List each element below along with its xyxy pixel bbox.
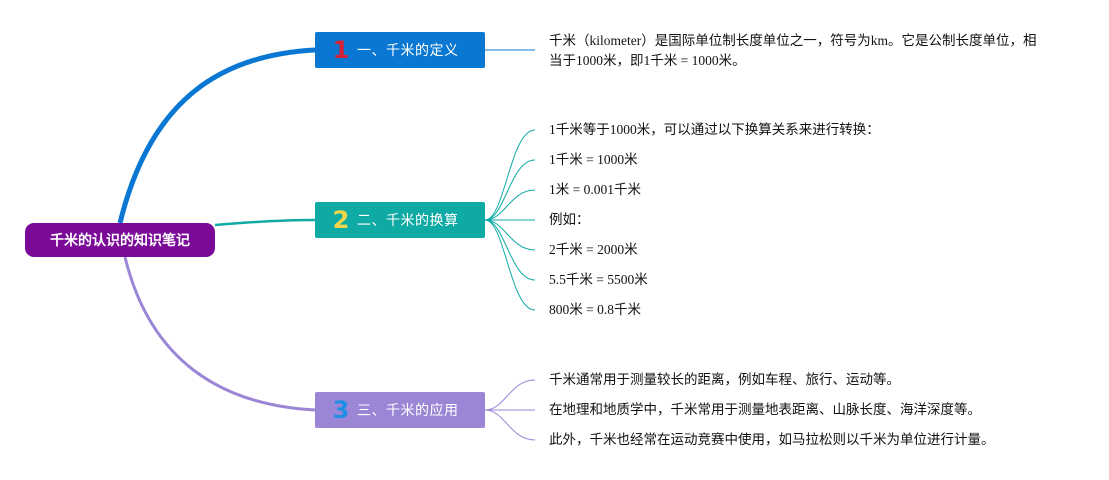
branch-label: 三、千米的应用 bbox=[357, 403, 459, 419]
branch-number-icon: 3 bbox=[332, 396, 350, 424]
root-topic-label: 千米的认识的知识笔记 bbox=[50, 233, 190, 249]
note-example-2[interactable]: 5.5千米 = 5500米 bbox=[549, 272, 648, 287]
note-conversion-m-to-km[interactable]: 1米 = 0.001千米 bbox=[549, 182, 641, 197]
branch-application[interactable]: 3 三、千米的应用 bbox=[315, 392, 485, 428]
note-application-2[interactable]: 在地理和地质学中，千米常用于测量地表距离、山脉长度、海洋深度等。 bbox=[549, 402, 981, 417]
note-example-3[interactable]: 800米 = 0.8千米 bbox=[549, 302, 641, 317]
note-definition[interactable]: 千米（kilometer）是国际单位制长度单位之一，符号为km。它是公制长度单位… bbox=[549, 33, 1037, 68]
branch-number-icon: 1 bbox=[332, 36, 350, 64]
branch-conversion[interactable]: 2 二、千米的换算 bbox=[315, 202, 485, 238]
branch-label: 一、千米的定义 bbox=[357, 43, 459, 59]
note-conversion-intro[interactable]: 1千米等于1000米，可以通过以下换算关系来进行转换： bbox=[549, 122, 880, 137]
connector-root-branch-1 bbox=[117, 47, 316, 224]
root-topic[interactable]: 千米的认识的知识笔记 bbox=[25, 223, 215, 257]
branch-label: 二、千米的换算 bbox=[357, 213, 459, 229]
branch-number-icon: 2 bbox=[332, 206, 350, 234]
connector-root-branch-2 bbox=[214, 218, 316, 227]
connector-root-branch-3 bbox=[123, 256, 316, 412]
note-conversion-km-to-m[interactable]: 1千米 = 1000米 bbox=[549, 152, 638, 167]
note-application-3[interactable]: 此外，千米也经常在运动竞赛中使用，如马拉松则以千米为单位进行计量。 bbox=[549, 432, 995, 447]
note-application-1[interactable]: 千米通常用于测量较长的距离，例如车程、旅行、运动等。 bbox=[549, 372, 900, 387]
branch-definition[interactable]: 1 一、千米的定义 bbox=[315, 32, 485, 68]
note-example-1[interactable]: 2千米 = 2000米 bbox=[549, 242, 638, 257]
connectors-branch-3-notes bbox=[484, 379, 536, 441]
connectors-branch-2-notes bbox=[484, 129, 536, 311]
note-example-heading[interactable]: 例如： bbox=[549, 212, 590, 227]
